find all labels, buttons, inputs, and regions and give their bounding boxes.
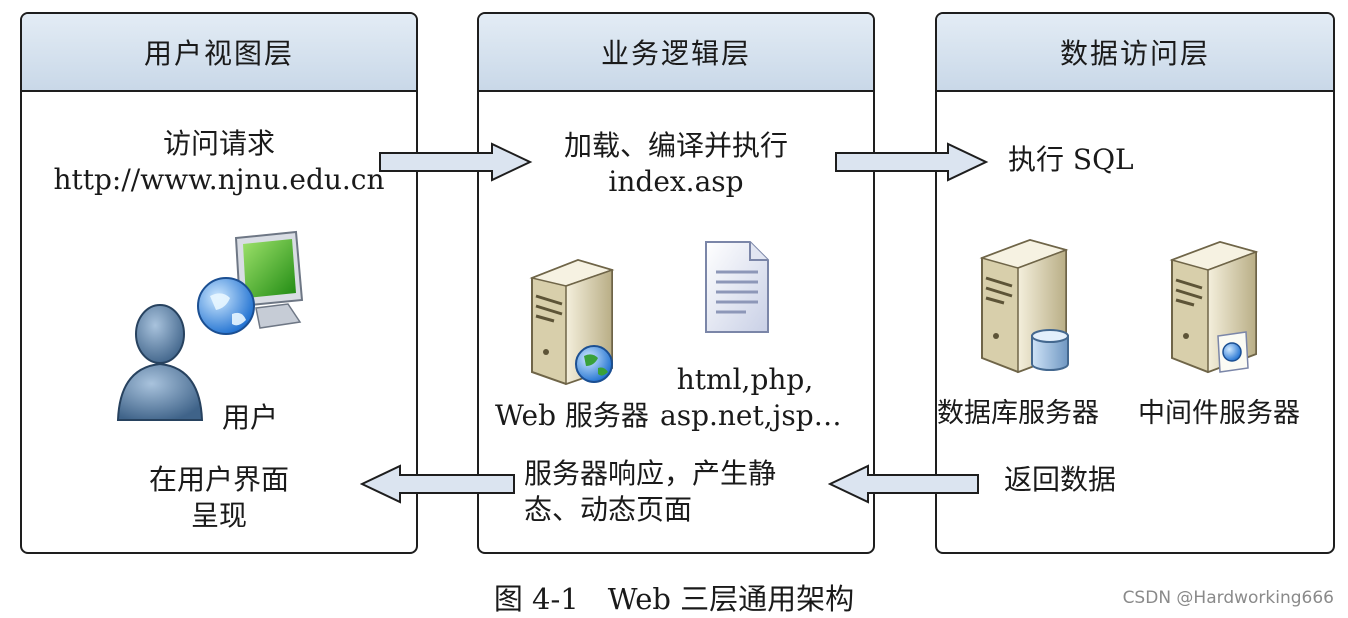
user-view-layer-title: 用户视图层 bbox=[22, 14, 416, 92]
database-server-label: 数据库服务器 bbox=[937, 398, 1099, 429]
middleware-server-icon bbox=[1169, 240, 1259, 374]
execute-sql-label: 执行 SQL bbox=[1008, 143, 1134, 176]
access-request-label: 访问请求 bbox=[162, 127, 275, 160]
access-request-text: 访问请求 http://www.njnu.edu.cn bbox=[20, 126, 418, 199]
user-view-layer-panel: 用户视图层 bbox=[20, 12, 418, 554]
file-types-line1: html,php, bbox=[676, 363, 814, 396]
load-compile-text: 加载、编译并执行 index.asp bbox=[477, 128, 875, 201]
server-response-line1: 服务器响应，产生静 bbox=[524, 457, 777, 490]
database-server-icon bbox=[979, 238, 1069, 374]
web-server-icon bbox=[529, 258, 615, 386]
sql-arrow-right bbox=[835, 142, 989, 182]
present-line2: 呈现 bbox=[190, 499, 247, 533]
file-types-line2: asp.net,jsp… bbox=[660, 399, 842, 433]
present-line1: 在用户界面 bbox=[148, 463, 289, 496]
document-icon bbox=[705, 241, 769, 333]
server-response-text: 服务器响应，产生静 态、动态页面 bbox=[524, 456, 776, 529]
return-data-arrow-left bbox=[828, 464, 979, 504]
figure-caption: 图 4-1 Web 三层通用架构 bbox=[493, 582, 855, 616]
server-response-line2: 态、动态页面 bbox=[524, 493, 693, 527]
request-arrow-right bbox=[379, 142, 533, 182]
access-request-url: http://www.njnu.edu.cn bbox=[53, 163, 385, 197]
file-types-text: html,php, asp.net,jsp… bbox=[660, 362, 842, 435]
load-compile-label: 加载、编译并执行 bbox=[563, 129, 788, 162]
web-server-label: Web 服务器 bbox=[495, 399, 649, 432]
present-text: 在用户界面 呈现 bbox=[20, 462, 418, 535]
return-data-label: 返回数据 bbox=[1004, 463, 1117, 496]
computer-globe-icon bbox=[197, 230, 304, 335]
business-logic-layer-title: 业务逻辑层 bbox=[479, 14, 873, 92]
index-asp-label: index.asp bbox=[608, 165, 744, 199]
data-access-layer-title: 数据访问层 bbox=[937, 14, 1333, 92]
user-person-icon bbox=[116, 304, 204, 421]
middleware-server-label: 中间件服务器 bbox=[1138, 398, 1300, 429]
watermark: CSDN @Hardworking666 bbox=[1122, 588, 1334, 608]
response-arrow-left bbox=[360, 464, 515, 504]
user-label: 用户 bbox=[222, 401, 279, 434]
